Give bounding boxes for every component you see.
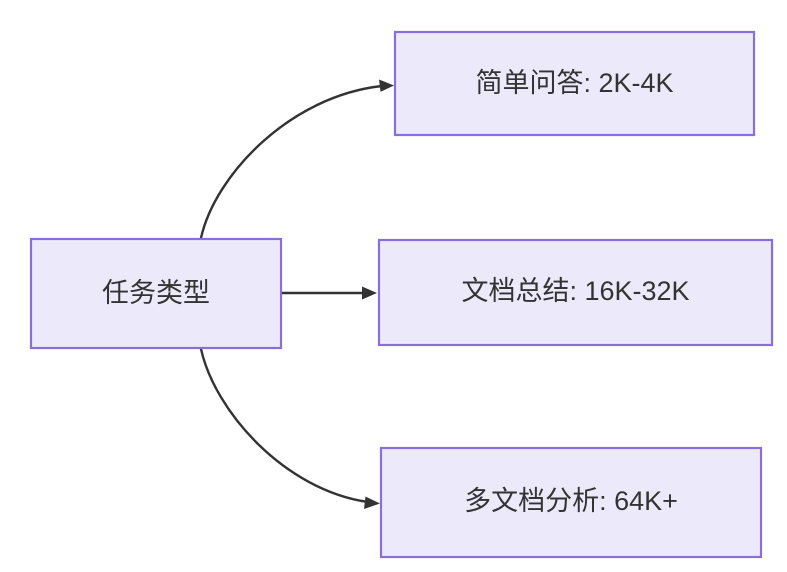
node-simple-qa-label: 简单问答: 2K-4K xyxy=(475,68,673,98)
node-doc-summary-label: 文档总结: 16K-32K xyxy=(461,276,689,306)
node-multi-doc-analysis-box xyxy=(379,446,763,559)
node-doc-summary[interactable]: 文档总结: 16K-32K xyxy=(377,238,774,347)
node-simple-qa-box xyxy=(393,30,756,137)
edge-group xyxy=(199,79,394,509)
node-multi-doc-analysis[interactable]: 多文档分析: 64K+ xyxy=(379,446,763,559)
node-task-type-label: 任务类型 xyxy=(102,278,210,308)
arrowhead-simple-qa xyxy=(379,79,394,92)
arrowhead-doc-summary xyxy=(362,286,377,300)
edge-path-simple-qa xyxy=(199,84,384,240)
node-group: 任务类型 简单问答: 2K-4K 文档总结: 16K-32K 多文档分析: 64… xyxy=(29,30,774,559)
arrowhead-multi-doc xyxy=(364,496,380,509)
edge-path-multi-doc xyxy=(199,347,370,504)
node-simple-qa[interactable]: 简单问答: 2K-4K xyxy=(393,30,756,137)
node-task-type-box xyxy=(29,237,283,350)
node-multi-doc-analysis-label: 多文档分析: 64K+ xyxy=(464,486,678,516)
edge-task-type-to-simple-qa[interactable] xyxy=(199,79,394,240)
edge-task-type-to-doc-summary[interactable] xyxy=(280,286,377,300)
node-task-type[interactable]: 任务类型 xyxy=(29,237,283,350)
edge-task-type-to-multi-doc-analysis[interactable] xyxy=(199,347,380,509)
node-doc-summary-box xyxy=(377,238,774,347)
